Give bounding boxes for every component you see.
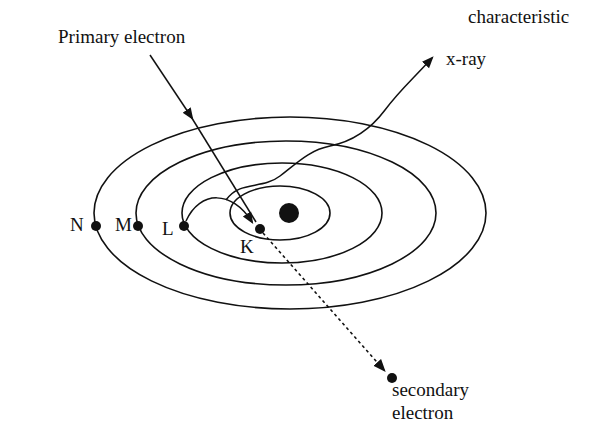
transition-arrow xyxy=(186,198,252,222)
x-ray-wave xyxy=(226,58,432,200)
primary-electron-path xyxy=(190,115,256,222)
k-electron xyxy=(255,224,265,234)
characteristic-label: characteristic xyxy=(468,6,569,29)
primary-electron-label: Primary electron xyxy=(58,26,185,49)
secondary-electron-label: secondary electron xyxy=(392,379,482,425)
shell-letter: L xyxy=(162,218,174,241)
m-electron xyxy=(133,221,143,231)
shell-letter: N xyxy=(70,214,84,237)
nucleus xyxy=(279,203,299,223)
x-ray-label: x-ray xyxy=(446,48,486,71)
shell-letter: M xyxy=(115,214,132,237)
shell-letter: K xyxy=(240,236,254,259)
m-shell xyxy=(136,141,436,285)
n-shell xyxy=(94,117,486,309)
secondary-electron-path xyxy=(263,233,384,370)
n-electron xyxy=(91,221,101,231)
l-electron xyxy=(179,221,189,231)
l-shell xyxy=(182,163,382,263)
primary-electron-arrow xyxy=(150,55,192,118)
